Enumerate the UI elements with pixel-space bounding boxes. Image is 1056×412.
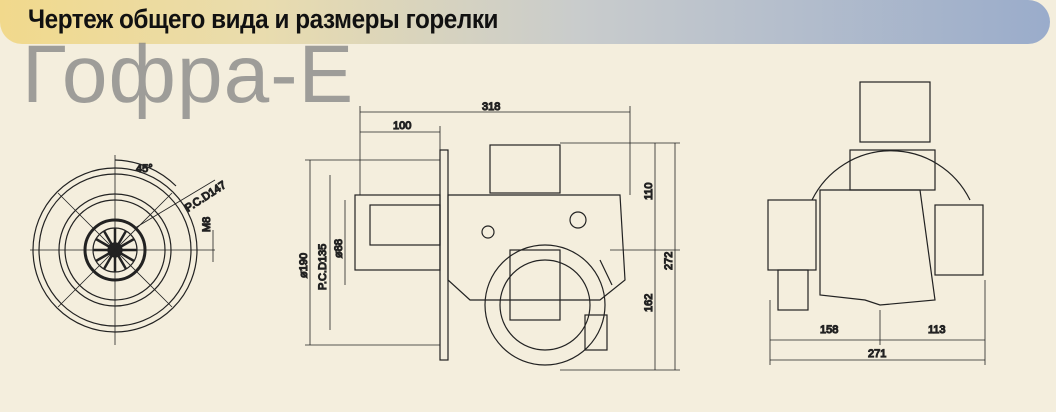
angle-label: 45° [136,163,153,175]
bolt-label: M8 [201,217,213,232]
height-top-label: 110 [643,182,655,200]
side-view [354,144,626,366]
height-total-label: 272 [663,252,675,270]
front-pcd-label: P.C.D147 [183,179,228,214]
header-bar: Чертеж общего вида и размеры горелки [0,0,1050,44]
tube-dia-label: ø88 [333,239,345,258]
rear-dimensions [769,280,986,365]
swirler-vane [102,255,113,270]
side-dimensions [305,106,680,371]
flange-dia-label: ø190 [298,253,310,278]
rear-width-left-label: 158 [820,324,838,336]
height-bottom-label: 162 [643,294,655,312]
side-pcd-label: P.C.D135 [317,244,329,290]
rear-width-total-label: 271 [868,348,886,360]
rear-width-right-label: 113 [928,324,946,336]
swirler-vane [95,252,110,263]
swirler-vane [120,252,135,263]
brand-watermark: Гофра-Е [22,29,355,120]
swirler-vane [117,230,128,245]
overall-length-label: 318 [482,101,500,113]
flange-front-label: 100 [393,120,411,132]
front-view [30,155,216,345]
swirler-vane [120,237,135,248]
swirler-vane [117,255,128,270]
rear-view [767,81,984,311]
swirler-vane [95,237,110,248]
swirler-vane [102,230,113,245]
page-title: Чертеж общего вида и размеры горелки [28,4,499,34]
